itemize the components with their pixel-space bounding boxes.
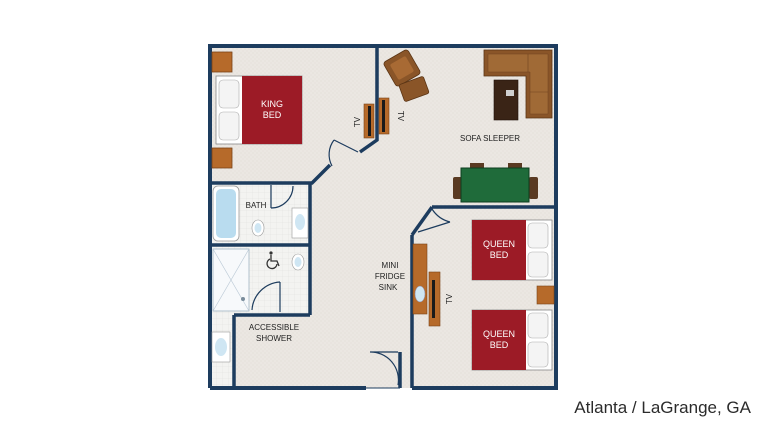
- door-bath: [270, 185, 294, 209]
- accessible-shower-room: ACCESSIBLE SHOWER: [211, 248, 305, 363]
- tv-label-living: TV: [396, 111, 405, 122]
- kitchen-label-3: SINK: [379, 283, 398, 292]
- wheelchair-icon: [266, 251, 280, 270]
- kitchen-label-1: MINI: [382, 261, 399, 270]
- tv-label-queen: TV: [445, 293, 454, 304]
- kitchenette: MINI FRIDGE SINK TV: [375, 243, 454, 327]
- exterior-walls: [208, 44, 558, 390]
- queen-bedroom: QUEEN BED QUEEN BED: [471, 219, 555, 371]
- king-bed-cover: [242, 76, 302, 144]
- kitchen-label-2: FRIDGE: [375, 272, 405, 281]
- location-caption: Atlanta / LaGrange, GA: [574, 398, 751, 417]
- bathroom: BATH: [212, 185, 309, 242]
- tv-screen: [382, 100, 385, 132]
- nightstand-bottom: [211, 147, 233, 169]
- door-bedroom: [328, 139, 359, 167]
- nightstand-queen: [536, 285, 555, 305]
- king-bed-label-2: BED: [263, 110, 282, 120]
- pillow: [218, 111, 240, 141]
- tv-label-bedroom: TV: [353, 116, 362, 127]
- door-entry: [369, 351, 400, 386]
- dining-table: [453, 163, 538, 203]
- fridge-counter: [412, 243, 428, 315]
- accessible-shower-label-2: SHOWER: [256, 334, 292, 343]
- bath-label: BATH: [246, 201, 267, 210]
- queen-bed-1-label-2: BED: [490, 250, 509, 260]
- queen-bed-2-label-2: BED: [490, 340, 509, 350]
- door-queen: [417, 208, 451, 233]
- pillow: [218, 79, 240, 109]
- accessible-shower-label-1: ACCESSIBLE: [249, 323, 299, 332]
- queen-bed-2-label-1: QUEEN: [483, 329, 515, 339]
- door-shower: [251, 281, 281, 312]
- armchair: [383, 49, 421, 87]
- king-bed-label-1: KING: [261, 99, 283, 109]
- sink: [414, 285, 426, 303]
- tv-screen: [368, 106, 371, 136]
- sofa-sleeper-label: SOFA SLEEPER: [460, 134, 520, 143]
- nightstand-top: [211, 51, 233, 73]
- living-area: SOFA SLEEPER: [383, 49, 553, 203]
- king-bedroom: KING BED TV TV: [211, 51, 405, 169]
- door-swings: [251, 139, 451, 389]
- ottoman: [398, 76, 430, 102]
- queen-bed-1-label-1: QUEEN: [483, 239, 515, 249]
- coffee-table: [493, 79, 519, 121]
- interior-walls: [210, 46, 556, 388]
